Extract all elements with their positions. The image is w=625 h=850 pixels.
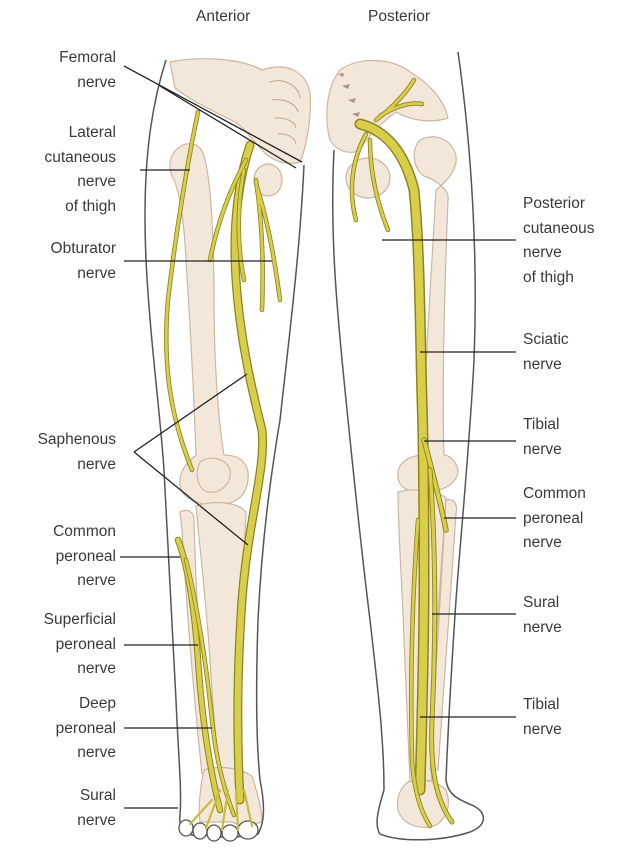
label-tibial-nerve-lower: Tibialnerve: [523, 693, 562, 742]
posterior-heading: Posterior: [368, 8, 430, 26]
label-common-peroneal-nerve-posterior: Commonperonealnerve: [523, 482, 586, 556]
label-posterior-cutaneous-nerve-of-thigh: Posteriorcutaneousnerveof thigh: [523, 192, 595, 290]
anterior-leg: [145, 59, 310, 841]
label-sciatic-nerve: Sciaticnerve: [523, 328, 569, 377]
label-saphenous-nerve: Saphenousnerve: [38, 428, 116, 477]
label-obturator-nerve: Obturatornerve: [51, 237, 116, 286]
label-common-peroneal-nerve-anterior: Commonperonealnerve: [53, 520, 116, 594]
posterior-bones: [327, 60, 458, 827]
label-sural-nerve-anterior: Suralnerve: [77, 784, 116, 833]
anterior-foot: [199, 768, 262, 825]
label-femoral-nerve: Femoralnerve: [59, 46, 116, 95]
label-sural-nerve-posterior: Suralnerve: [523, 591, 562, 640]
label-tibial-nerve-upper: Tibialnerve: [523, 413, 562, 462]
label-deep-peroneal-nerve: Deepperonealnerve: [56, 692, 116, 766]
leader-saphenous-upper: [134, 374, 247, 452]
anterior-heading: Anterior: [196, 8, 250, 26]
label-lateral-cutaneous-nerve-of-thigh: Lateralcutaneousnerveof thigh: [44, 121, 116, 219]
label-superficial-peroneal-nerve: Superficialperonealnerve: [44, 608, 116, 682]
posterior-leg: [327, 52, 484, 840]
